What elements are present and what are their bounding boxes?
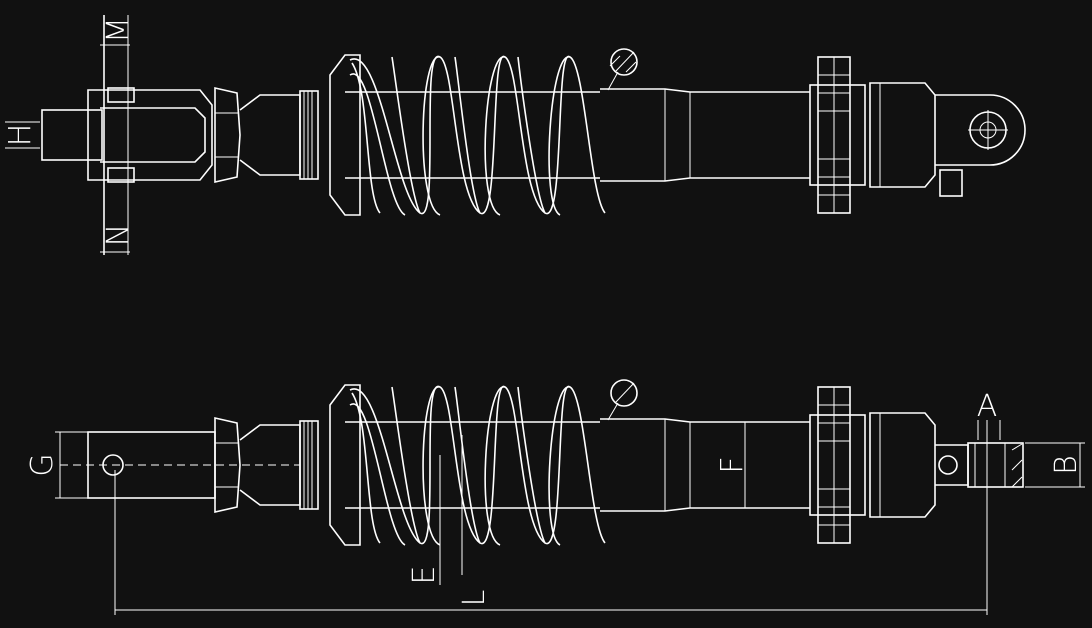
- label-g: G: [25, 453, 60, 476]
- label-f: F: [715, 456, 750, 473]
- bottom-view-shock: [55, 379, 1085, 615]
- label-a: A: [977, 389, 998, 424]
- label-b: B: [1049, 455, 1084, 475]
- label-h: H: [3, 124, 38, 147]
- label-e: E: [407, 566, 442, 585]
- label-l: L: [457, 590, 492, 607]
- top-view-shock: [5, 15, 1026, 255]
- label-n: N: [101, 224, 136, 246]
- label-m: M: [101, 17, 136, 43]
